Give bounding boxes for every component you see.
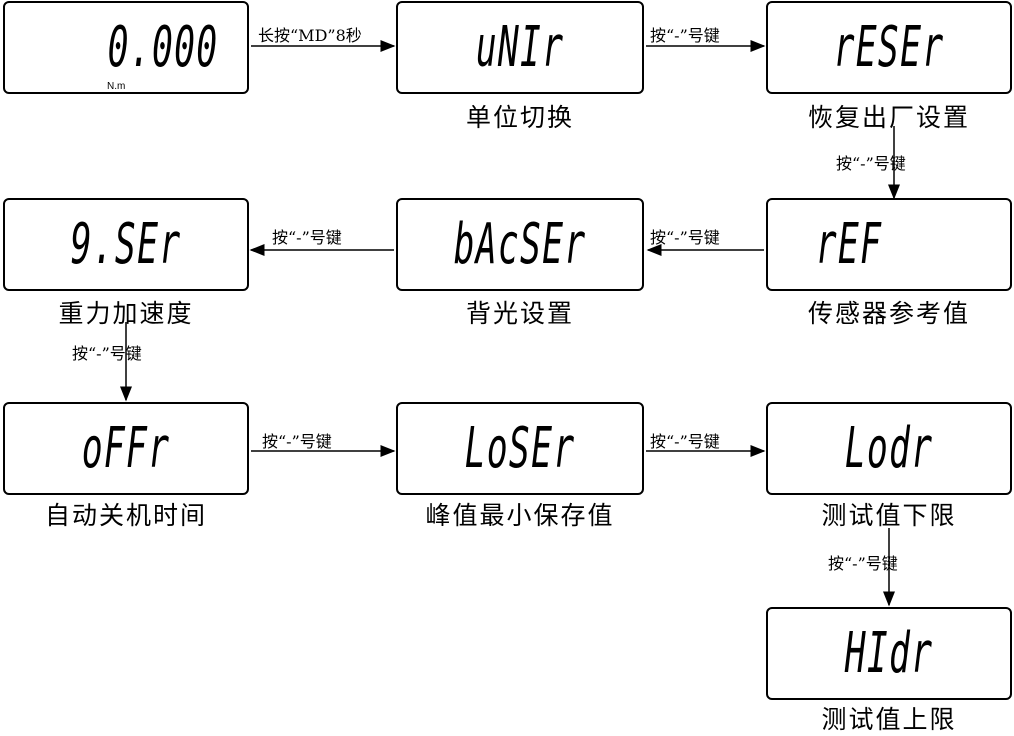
lcd-value: HIdr [844, 620, 934, 686]
arrow-label-4: 按“-”号键 [650, 228, 720, 247]
lcd-value: Lodr [844, 415, 934, 481]
lcd-gset: 9.SEr [3, 198, 249, 291]
caption-reset: 恢复出厂设置 [807, 103, 970, 132]
caption-off: 自动关机时间 [44, 501, 207, 530]
lcd-start: 0.000 N.m [3, 1, 249, 94]
caption-lo: 峰值最小保存值 [425, 501, 615, 530]
caption-back: 背光设置 [465, 299, 574, 328]
caption-ref: 传感器参考值 [807, 299, 970, 328]
lcd-value: rEF [815, 211, 883, 277]
lcd-value: bAcSEr [453, 211, 587, 277]
lcd-value: oFFr [81, 415, 171, 481]
lcd-back: bAcSEr [396, 198, 644, 291]
caption-gset: 重力加速度 [58, 299, 194, 328]
lcd-lo: LoSEr [396, 402, 644, 495]
arrow-label-5: 按“-”号键 [272, 228, 342, 247]
lcd-hid: HIdr [766, 607, 1012, 700]
lcd-lod: Lodr [766, 402, 1012, 495]
arrow-label-7: 按“-”号键 [262, 432, 332, 451]
lcd-value: uNIr [475, 14, 565, 80]
arrow-label-2: 按“-”号键 [836, 154, 906, 173]
arrow-label-6: 按“-”号键 [72, 344, 142, 363]
lcd-value: 9.SEr [70, 211, 182, 277]
lcd-value: LoSEr [464, 415, 576, 481]
arrow-label-8: 按“-”号键 [650, 432, 720, 451]
lcd-ref: rEF [766, 198, 1012, 291]
lcd-unit: uNIr [396, 1, 644, 94]
lcd-reset: rESEr [766, 1, 1012, 94]
arrow-label-long-press: 长按“MD”8秒 [258, 26, 362, 45]
lcd-value: rESEr [833, 14, 945, 80]
caption-unit: 单位切换 [465, 103, 574, 132]
arrow-label-1: 按“-”号键 [650, 26, 720, 45]
caption-lod: 测试值下限 [821, 501, 957, 530]
lcd-value: 0.000 [107, 14, 219, 80]
lcd-off: oFFr [3, 402, 249, 495]
unit-label: N.m [107, 81, 126, 92]
arrow-label-9: 按“-”号键 [828, 554, 898, 573]
caption-hid: 测试值上限 [821, 705, 957, 734]
